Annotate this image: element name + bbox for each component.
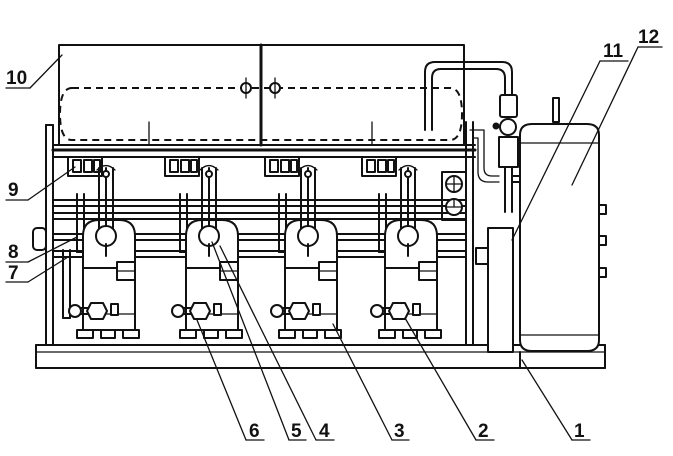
- gauge-icon: [445, 175, 463, 193]
- base-skid: [35, 344, 606, 369]
- compressor-2: [171, 164, 243, 339]
- compressor-1: [68, 164, 140, 339]
- leader-lines: [5, 46, 663, 441]
- compressor-4: [370, 164, 442, 339]
- condenser: [58, 43, 465, 147]
- callout-9: 9: [8, 180, 19, 201]
- callout-11: 11: [603, 41, 624, 62]
- filter-drier: [475, 227, 514, 353]
- electrical-box-2: [164, 156, 200, 177]
- callout-3: 3: [394, 421, 405, 442]
- discharge-piping: [424, 61, 561, 213]
- callout-7: 7: [8, 263, 19, 284]
- electrical-box-1: [67, 156, 103, 177]
- callout-6: 6: [249, 421, 260, 442]
- compressor-3: [270, 164, 342, 339]
- callout-labels: 10 12 11 9 8 7 6 5 4 3 2 1: [6, 27, 659, 442]
- gauge-icon: [445, 198, 463, 216]
- callout-1: 1: [574, 421, 585, 442]
- receiver-tank: [519, 97, 607, 352]
- pressure-gauges: [441, 171, 467, 221]
- callout-10: 10: [6, 68, 27, 89]
- electrical-box-3: [264, 156, 300, 177]
- callout-4: 4: [319, 421, 330, 442]
- callout-8: 8: [8, 242, 19, 263]
- door-latch-icon: [240, 77, 281, 99]
- callout-2: 2: [478, 421, 489, 442]
- callout-5: 5: [291, 421, 302, 442]
- callout-12: 12: [638, 27, 659, 48]
- electrical-box-4: [361, 156, 397, 177]
